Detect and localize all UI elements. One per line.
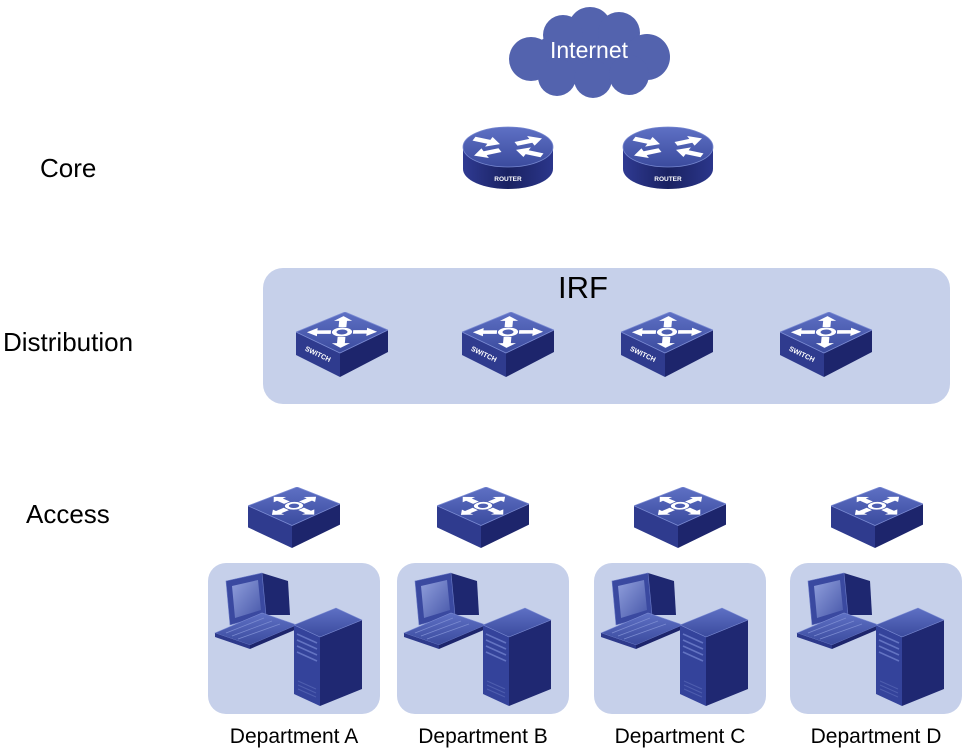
department-devices bbox=[403, 572, 552, 707]
department-devices bbox=[214, 572, 363, 707]
router-label: ROUTER bbox=[654, 176, 682, 183]
layer-label-access: Access bbox=[26, 499, 110, 529]
department-panel-b bbox=[397, 563, 569, 714]
switch-icon bbox=[634, 487, 726, 549]
server-tower-icon bbox=[293, 607, 363, 707]
department-panel-c bbox=[594, 563, 766, 714]
server-tower-icon bbox=[482, 607, 552, 707]
switch-icon bbox=[437, 487, 529, 549]
server-tower-icon bbox=[875, 607, 945, 707]
department-devices bbox=[796, 572, 945, 707]
computer-icon bbox=[796, 572, 880, 650]
layer-label-distribution: Distribution bbox=[3, 327, 134, 357]
server-tower-icon bbox=[679, 607, 749, 707]
cloud-label: Internet bbox=[550, 37, 629, 63]
department-label-d: Department D bbox=[810, 725, 942, 748]
switch-icon: SWITCH bbox=[621, 312, 713, 378]
department-label-c: Department C bbox=[614, 725, 746, 748]
switch-icon bbox=[831, 487, 923, 549]
irf-label: IRF bbox=[558, 270, 608, 305]
switch-icon: SWITCH bbox=[462, 312, 554, 378]
switch-icon: SWITCH bbox=[780, 312, 872, 378]
cloud-icon: Internet bbox=[509, 7, 670, 98]
switch-icon bbox=[248, 487, 340, 549]
department-label-a: Department A bbox=[229, 725, 359, 748]
department-panel-d bbox=[790, 563, 962, 714]
switch-icon: SWITCH bbox=[296, 312, 388, 378]
router-label: ROUTER bbox=[494, 176, 522, 183]
computer-icon bbox=[214, 572, 298, 650]
router-icon: ROUTER bbox=[622, 126, 714, 190]
department-label-b: Department B bbox=[418, 725, 548, 748]
layer-label-core: Core bbox=[40, 153, 97, 183]
department-panel-a bbox=[208, 563, 380, 714]
computer-icon bbox=[600, 572, 684, 650]
computer-icon bbox=[403, 572, 487, 650]
department-devices bbox=[600, 572, 749, 707]
router-icon: ROUTER bbox=[462, 126, 554, 190]
